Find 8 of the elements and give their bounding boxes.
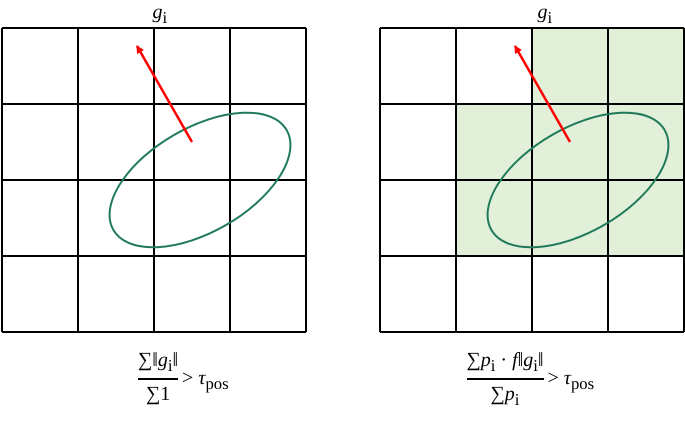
formula-threshold: > τ$_{pos}$ [548,368,594,393]
formula-threshold: > τ$_{pos}$ [182,368,229,393]
formula-denominator: ∑p$_{i}$ [490,384,520,409]
vector-label: g$_{i}$ [538,2,552,27]
vector-label: g$_{i}$ [152,2,168,27]
formula-numerator: ∑p$_{i}$ · f‖g$_{i}$‖ [466,350,544,375]
formula-denominator: ∑1 [146,384,170,404]
formula-numerator: ∑‖g$_{i}$‖ [138,350,178,375]
